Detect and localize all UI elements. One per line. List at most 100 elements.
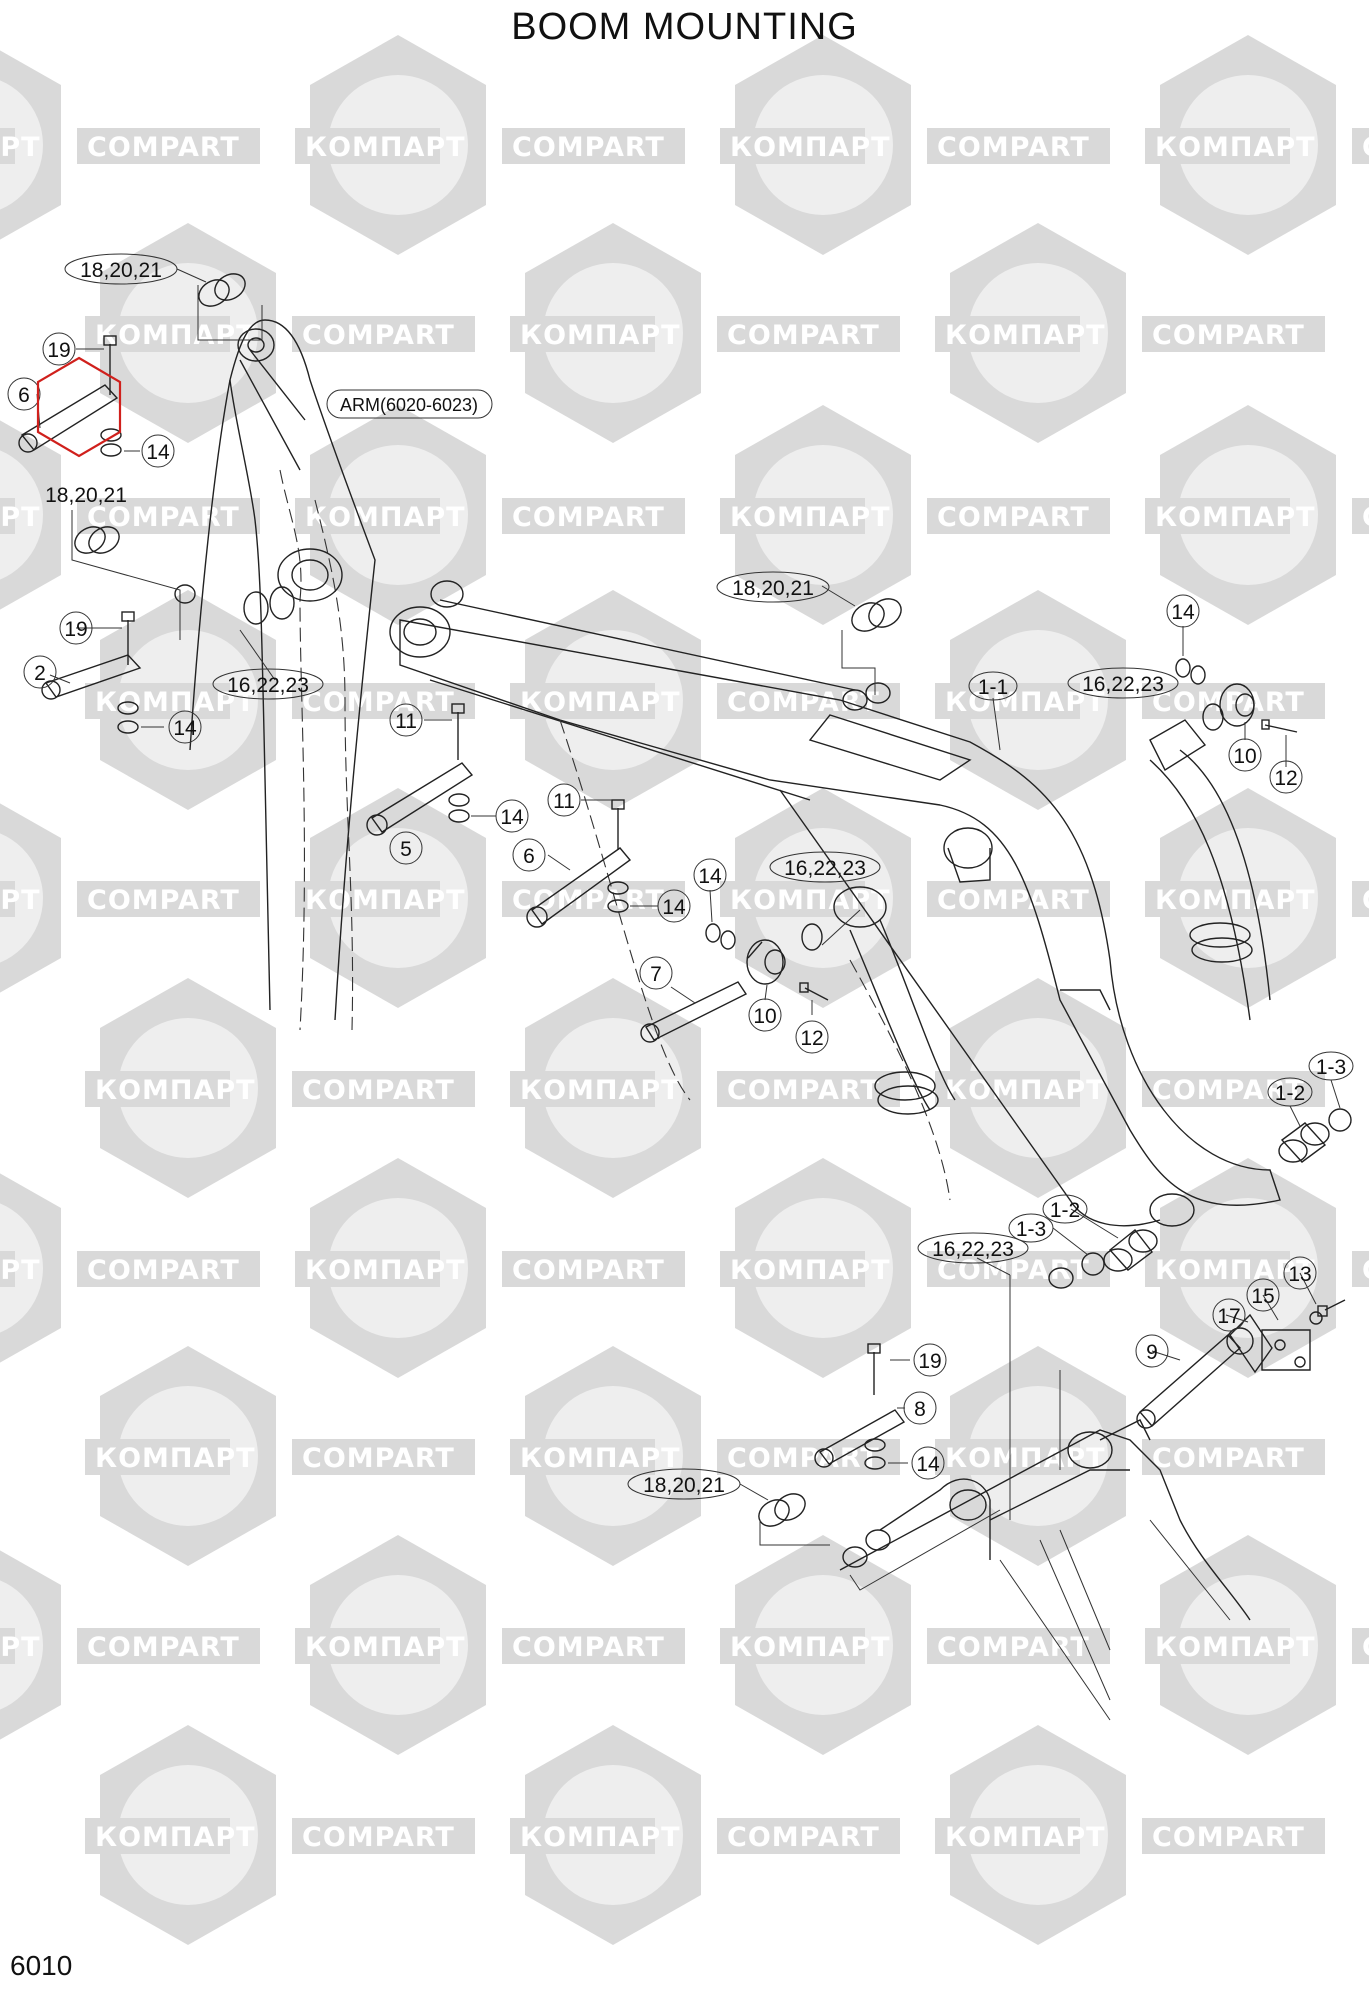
callout-text: 5 xyxy=(400,838,412,861)
watermark-text-latin: COMPART xyxy=(1362,1632,1369,1663)
page-title: BOOM MOUNTING xyxy=(511,6,858,48)
watermark-text-cyrillic: КОМПАРТ xyxy=(95,1075,256,1106)
watermark-text-cyrillic: КОМПАРТ xyxy=(520,687,681,718)
callout-14-a: 14 xyxy=(141,434,175,468)
watermark-text-latin: COMPART xyxy=(727,1443,880,1474)
watermark-text-latin: COMPART xyxy=(1362,1255,1369,1286)
watermark-text-latin: COMPART xyxy=(1152,687,1305,718)
callout-text: 18,20,21 xyxy=(643,1474,725,1497)
bolt-12-a xyxy=(799,982,829,1001)
watermark-text-latin: COMPART xyxy=(1362,885,1369,916)
watermark-text-cyrillic: КОМПАРТ xyxy=(1155,1632,1316,1663)
watermark-text-latin: COMPART xyxy=(512,1632,665,1663)
nut-14-bottom xyxy=(864,1438,886,1470)
callout-16-22-23-c: 16,22,23 xyxy=(1067,667,1179,699)
callout-text: 10 xyxy=(753,1005,776,1028)
watermark-text-cyrillic: КОМПАРТ xyxy=(945,1822,1106,1853)
callout-text: 16,22,23 xyxy=(932,1238,1014,1261)
callout-labels: 18,20,21 19 6 14 18,20,21 19 2 14 16,22,… xyxy=(7,253,1354,1500)
callout-11-b: 11 xyxy=(547,783,581,817)
callout-arm-ref: ARM(6020-6023) xyxy=(326,389,493,419)
callout-text: ARM(6020-6023) xyxy=(340,395,478,415)
watermark-text-cyrillic: КОМПАРТ xyxy=(305,1632,466,1663)
callout-19-b: 19 xyxy=(59,611,93,645)
bolt-19-bottom xyxy=(867,1343,881,1395)
nut-14-left-bottom xyxy=(117,701,139,734)
callout-18-20-21-c: 18,20,21 xyxy=(627,1468,741,1500)
watermark-text-latin: COMPART xyxy=(727,320,880,351)
callout-7: 7 xyxy=(639,956,673,990)
callout-2: 2 xyxy=(23,655,57,689)
callout-text: 8 xyxy=(914,1398,926,1421)
nut-14-a xyxy=(448,793,470,823)
callout-text: 16,22,23 xyxy=(1082,673,1164,696)
callout-13: 13 xyxy=(1283,1256,1317,1290)
watermark-text-latin: COMPART xyxy=(87,885,240,916)
pin-6-boom xyxy=(526,847,632,928)
seal-rings-left-mid xyxy=(71,510,181,640)
callout-text: 9 xyxy=(1146,1341,1158,1364)
collar-10-a xyxy=(746,939,786,985)
watermark-text-latin: COMPART xyxy=(1152,1443,1305,1474)
watermark-tile: КОМПАРТ COMPART xyxy=(1145,1535,1369,1755)
watermark-text-cyrillic: КОМПАРТ xyxy=(95,320,256,351)
watermark-text-latin: COMPART xyxy=(937,1632,1090,1663)
callout-12-a: 12 xyxy=(795,1020,829,1054)
watermark-text-cyrillic: КОМПАРТ xyxy=(730,132,891,163)
seal-rings-arm-16 xyxy=(239,586,295,681)
callout-6-b: 6 xyxy=(512,838,546,872)
watermark-text-cyrillic: КОМПАРТ xyxy=(95,1822,256,1853)
callout-text: 15 xyxy=(1251,1285,1274,1308)
callout-6-a: 6 xyxy=(7,377,41,411)
pin-8 xyxy=(814,1409,906,1468)
callout-text: 10 xyxy=(1233,745,1256,768)
callout-19-a: 19 xyxy=(42,332,76,366)
watermark-text-cyrillic: КОМПАРТ xyxy=(945,1075,1106,1106)
callout-5: 5 xyxy=(389,831,423,865)
callout-text: 14 xyxy=(698,865,722,888)
callout-1-1: 1-1 xyxy=(968,671,1018,701)
callout-text: 16,22,23 xyxy=(227,674,309,697)
callout-text: 12 xyxy=(1274,767,1297,790)
nut-14-c xyxy=(705,923,736,950)
pin-6-left xyxy=(18,384,119,453)
callout-16-22-23-b: 16,22,23 xyxy=(769,851,881,883)
collar-10-b xyxy=(1219,683,1255,727)
leader-lines xyxy=(36,268,1341,1501)
callout-text: 11 xyxy=(395,710,417,733)
watermark-text-cyrillic: КОМПАРТ xyxy=(520,1443,681,1474)
callout-14-e: 14 xyxy=(693,858,727,892)
callout-text: 14 xyxy=(173,717,197,740)
watermark-text-latin: COMPART xyxy=(727,1075,880,1106)
callout-text: 1-3 xyxy=(1316,1056,1346,1079)
callout-18-20-21-highlighted: 18,20,21 xyxy=(36,356,127,507)
callout-text: 17 xyxy=(1217,1305,1240,1328)
watermark-text-latin: COMPART xyxy=(1362,132,1369,163)
callout-19-c: 19 xyxy=(913,1343,947,1377)
callout-text: 1-2 xyxy=(1275,1082,1305,1105)
pin-7 xyxy=(640,981,748,1043)
callout-text: 13 xyxy=(1288,1263,1311,1286)
callout-10-a: 10 xyxy=(748,998,782,1032)
bolt-19-left-bottom xyxy=(121,611,135,665)
watermark-text-latin: COMPART xyxy=(937,132,1090,163)
watermark-text-cyrillic: КОМПАРТ xyxy=(305,132,466,163)
watermark-text-latin: COMPART xyxy=(1152,1822,1305,1853)
watermark-text-cyrillic: КОМПАРТ xyxy=(0,1255,41,1286)
callout-text: 14 xyxy=(916,1453,940,1476)
nut-14-b xyxy=(607,881,629,913)
